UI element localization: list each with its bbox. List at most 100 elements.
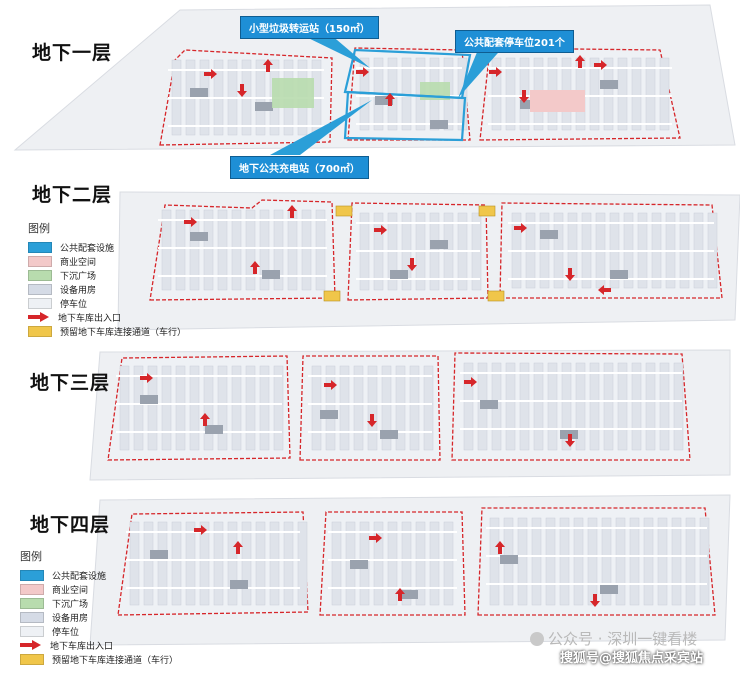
- connector-passage: [487, 290, 505, 302]
- equipment-room: [600, 80, 618, 89]
- equipment-room: [380, 430, 398, 439]
- parking-row: [429, 521, 440, 606]
- parking-row: [531, 517, 542, 606]
- parking-row: [657, 517, 668, 606]
- callout-charging: 地下公共充电站（700㎡）: [230, 156, 369, 179]
- entrance-arrow-icon: [237, 84, 247, 97]
- legend-item: 预留地下车库连接通道（车行）: [20, 652, 178, 666]
- entrance-arrow-icon: [565, 434, 575, 447]
- legend-item: 公共配套设施: [20, 568, 178, 582]
- legend-b4: 图例 公共配套设施 商业空间 下沉广场 设备用房 停车位 地下车库出入口 预留地…: [20, 548, 178, 666]
- legend-item: 商业空间: [28, 254, 186, 268]
- level-title-b1: 地下一层: [32, 42, 113, 64]
- callout-bike: 小型垃圾转运站（150㎡）: [240, 16, 379, 39]
- entrance-arrow-icon: [598, 285, 611, 295]
- swatch-parking: [20, 625, 44, 637]
- parking-row: [217, 365, 228, 451]
- parking-row: [489, 517, 500, 606]
- parking-row: [559, 517, 570, 606]
- entrance-arrow-icon: [184, 217, 197, 227]
- parking-row: [659, 57, 670, 131]
- entrance-arrow-icon: [590, 594, 600, 607]
- parking-row: [189, 209, 200, 291]
- entrance-arrow-icon: [233, 541, 243, 554]
- equipment-room: [262, 270, 280, 279]
- parking-row: [175, 365, 186, 451]
- equipment-room: [320, 410, 338, 419]
- parking-row: [133, 365, 144, 451]
- sunken-plaza: [272, 78, 314, 108]
- swatch-equipment: [28, 283, 52, 295]
- legend-item: 地下车库出入口: [20, 638, 178, 652]
- parking-row: [311, 365, 322, 451]
- watermark-bottom: 搜狐号@搜狐焦点采宾站: [560, 651, 704, 666]
- legend-item: 地下车库出入口: [28, 310, 186, 324]
- legend-item: 设备用房: [28, 282, 186, 296]
- swatch-connector: [20, 653, 44, 665]
- legend-item: 下沉广场: [20, 596, 178, 610]
- equipment-room: [520, 100, 538, 109]
- entrance-arrow-icon: [519, 90, 529, 103]
- entrance-arrow-icon: [324, 380, 337, 390]
- level-title-b3: 地下三层: [30, 372, 111, 394]
- parking-row: [283, 521, 294, 606]
- parking-row: [671, 517, 682, 606]
- parking-row: [161, 365, 172, 451]
- entrance-arrow-icon: [594, 60, 607, 70]
- parking-row: [561, 362, 572, 451]
- parking-row: [463, 362, 474, 451]
- entrance-arrow-icon: [367, 414, 377, 427]
- parking-row: [587, 517, 598, 606]
- parking-row: [645, 57, 656, 131]
- entrance-arrow-icon: [287, 205, 297, 218]
- equipment-room: [230, 580, 248, 589]
- red-arrow-icon: [28, 312, 50, 322]
- parking-row: [245, 209, 256, 291]
- parking-row: [189, 365, 200, 451]
- parking-row: [517, 517, 528, 606]
- legend-b2: 图例 公共配套设施 商业空间 下沉广场 设备用房 停车位 地下车库出入口 预留地…: [28, 220, 186, 338]
- parking-row: [519, 362, 530, 451]
- parking-row: [631, 57, 642, 131]
- parking-row: [443, 521, 454, 606]
- parking-row: [273, 209, 284, 291]
- parking-row: [315, 209, 326, 291]
- callout-parking: 公共配套停车位201个: [455, 30, 574, 53]
- parking-row: [589, 362, 600, 451]
- parking-row: [175, 209, 186, 291]
- swatch-public: [28, 241, 52, 253]
- equipment-room: [140, 395, 158, 404]
- callout-pointer: [270, 100, 372, 155]
- equipment-room: [350, 560, 368, 569]
- parking-row: [161, 209, 172, 291]
- entrance-arrow-icon: [369, 533, 382, 543]
- parking-row: [615, 517, 626, 606]
- equipment-room: [375, 96, 393, 105]
- parking-row: [505, 57, 516, 131]
- equipment-room: [190, 88, 208, 97]
- entrance-arrow-icon: [565, 268, 575, 281]
- equipment-room: [500, 555, 518, 564]
- entrance-arrow-icon: [385, 93, 395, 106]
- parking-row: [589, 57, 600, 131]
- swatch-plaza: [20, 597, 44, 609]
- legend-title: 图例: [20, 550, 42, 563]
- wechat-icon: [530, 632, 544, 646]
- parking-row: [213, 521, 224, 606]
- entrance-arrow-icon: [140, 373, 153, 383]
- parking-row: [245, 365, 256, 451]
- connector-passage: [323, 290, 341, 302]
- callout-pointer: [458, 45, 505, 98]
- equipment-room: [205, 425, 223, 434]
- parking-row: [171, 521, 182, 606]
- parking-row: [659, 362, 670, 451]
- equipment-room: [150, 550, 168, 559]
- equipment-room: [610, 270, 628, 279]
- level-title-b2: 地下二层: [32, 184, 113, 206]
- parking-row: [699, 517, 710, 606]
- entrance-arrow-icon: [495, 541, 505, 554]
- parking-row: [325, 365, 336, 451]
- equipment-room: [600, 585, 618, 594]
